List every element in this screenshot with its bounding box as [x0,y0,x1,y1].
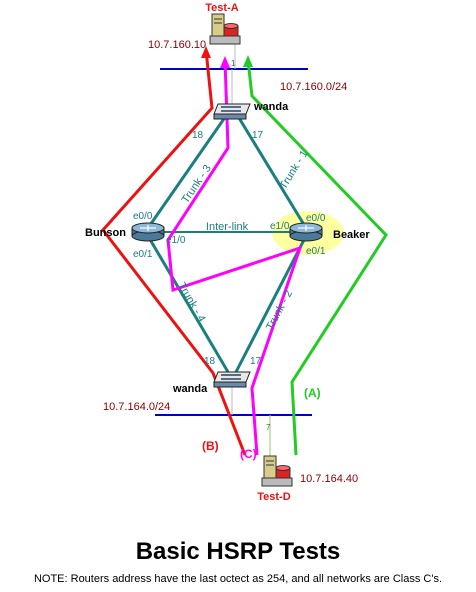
beaker-if-bottom: e0/1 [306,246,326,257]
inter-link-label: Inter-link [206,221,249,233]
path-b-line [101,49,247,456]
router-bunson-icon [131,222,165,242]
test-a-name: Test-A [205,2,238,14]
path-a-label: (A) [304,386,321,400]
switch-bottom-name: wanda [172,383,208,395]
path-c-label: (C) [240,447,257,461]
trunk-3-label: Trunk - 3 [180,163,214,206]
router-bunson-name: Bunson [85,227,126,239]
bunson-if-bottom: e0/1 [133,249,153,260]
path-b-label: (B) [202,439,219,453]
host-test-d-icon [261,455,293,487]
trunk-1-link [234,112,308,229]
test-d-port: 7 [266,423,271,432]
trunk-4-link [146,235,230,373]
trunk-4-label: Trunk - 4 [175,281,207,325]
router-beaker-icon [289,222,323,242]
trunk-1-label: Trunk - 1 [277,148,310,191]
switch-top-name: wanda [253,101,289,113]
path-b-arrow [201,46,211,58]
test-a-ip: 10.7.160.10 [148,39,206,51]
host-test-a-icon [209,13,241,45]
path-a-line [246,59,388,456]
bunson-if-right: e1/0 [166,235,186,246]
path-a-arrow [243,55,253,67]
trunk-2-link [234,235,308,373]
switch-bottom-icon [213,371,251,388]
switch-bottom-port-left: 18 [204,356,216,367]
path-c-line [166,59,303,456]
network-top-label: 10.7.160.0/24 [280,81,347,93]
switch-top-port-left: 18 [192,130,204,141]
network-bottom-label: 10.7.164.0/24 [103,401,170,413]
beaker-if-left: e1/0 [270,221,290,232]
test-d-name: Test-D [257,491,290,503]
test-a-port: 1 [231,59,236,68]
switch-top-port-right: 17 [252,130,264,141]
test-d-ip: 10.7.164.40 [300,473,358,485]
diagram-title: Basic HSRP Tests [135,538,341,565]
path-c-arrow [220,56,230,68]
switch-bottom-port-right: 17 [250,356,262,367]
switch-top-icon [213,103,251,120]
trunk-3-link [146,112,230,229]
beaker-if-top: e0/0 [306,213,326,224]
router-beaker-name: Beaker [333,229,370,241]
diagram-note: NOTE: Routers address have the last octe… [33,573,443,585]
bunson-if-top: e0/0 [133,211,153,222]
